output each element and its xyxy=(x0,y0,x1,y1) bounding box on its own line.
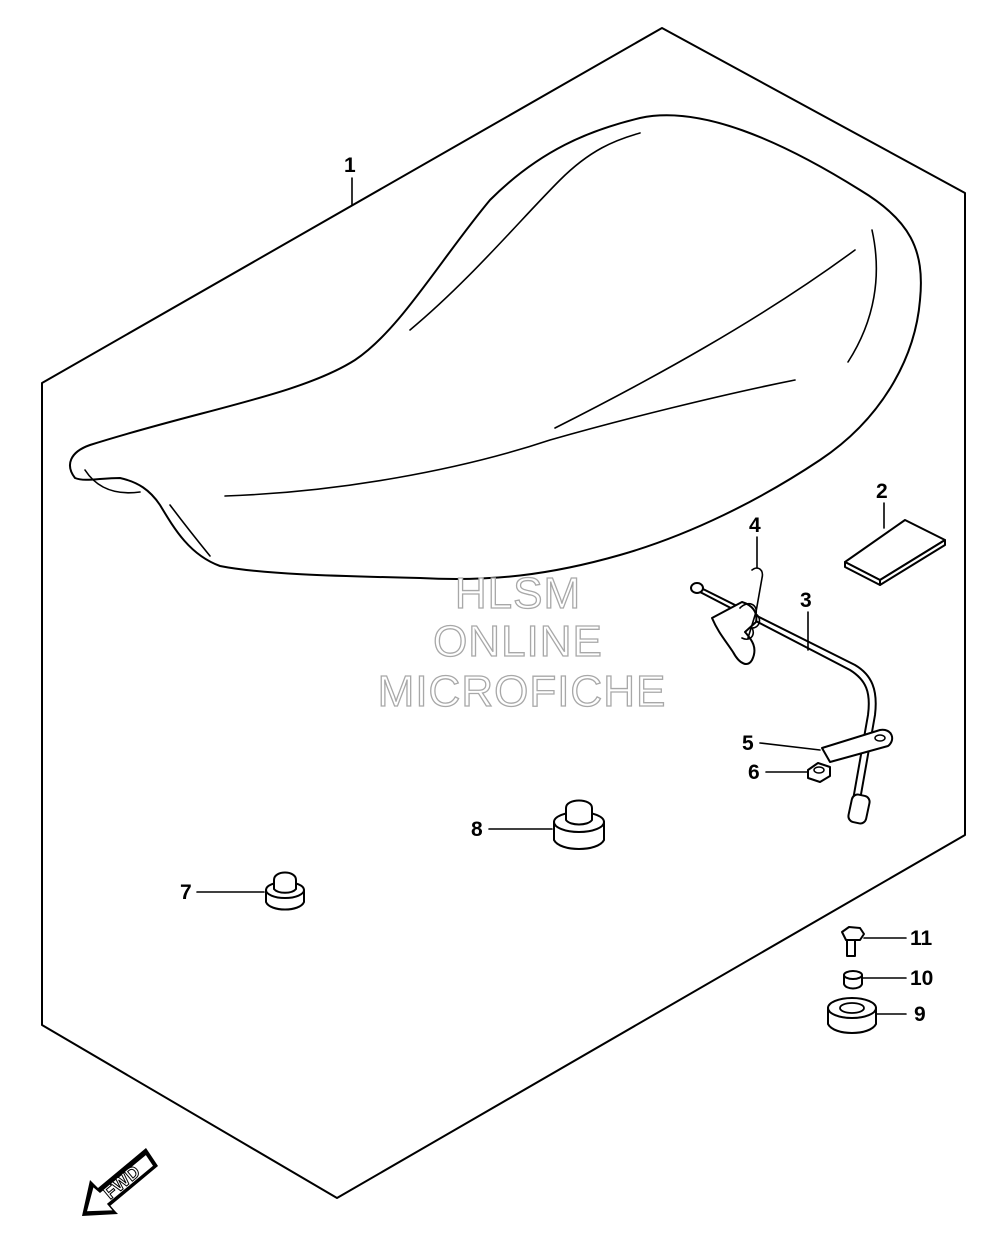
fwd-arrow-icon: FWD xyxy=(82,1148,158,1216)
spring-part[interactable] xyxy=(739,567,764,640)
cushion-small[interactable] xyxy=(265,871,305,911)
callout-9: 9 xyxy=(914,1003,926,1026)
cushion-large[interactable] xyxy=(553,799,605,850)
callout-2: 2 xyxy=(876,480,888,503)
watermark-line-1: HLSM xyxy=(455,569,581,618)
callout-1: 1 xyxy=(344,154,356,177)
assembly-frame xyxy=(41,27,966,1199)
collar-part[interactable] xyxy=(843,970,863,990)
pad-part[interactable] xyxy=(844,519,946,586)
seat[interactable] xyxy=(69,114,922,581)
callout-11: 11 xyxy=(910,927,933,950)
callout-labels: 1 2 3 4 5 6 7 8 9 10 11 xyxy=(180,154,933,1026)
seat-lock-rod[interactable] xyxy=(690,582,877,825)
nut-part[interactable] xyxy=(807,762,831,783)
callout-10: 10 xyxy=(910,967,933,990)
rubber-mount-part[interactable] xyxy=(827,997,877,1034)
watermark-line-2: ONLINE xyxy=(433,617,603,666)
callout-6: 6 xyxy=(748,761,760,784)
callout-4: 4 xyxy=(749,514,761,537)
callout-8: 8 xyxy=(471,818,483,841)
watermark-line-3: MICROFICHE xyxy=(378,667,667,716)
callout-3: 3 xyxy=(800,589,812,612)
leader-lines xyxy=(196,177,907,1015)
watermark: HLSM ONLINE MICROFICHE xyxy=(377,568,667,716)
bolt-part[interactable] xyxy=(841,926,865,957)
callout-7: 7 xyxy=(180,881,192,904)
bracket-plate[interactable] xyxy=(821,728,894,763)
callout-5: 5 xyxy=(742,732,754,755)
